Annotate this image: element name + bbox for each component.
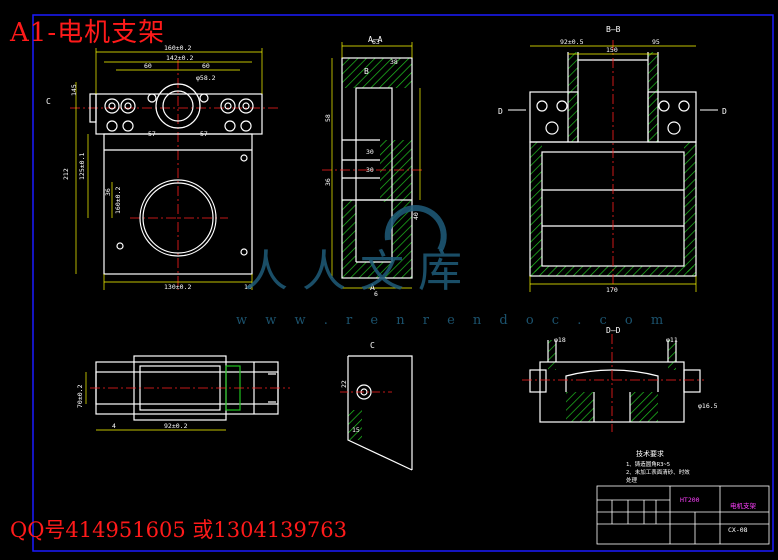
notes-line-1: 1、铸造圆角R3~5: [626, 460, 670, 468]
dim-bb-2: 95: [652, 38, 660, 46]
dim-aa-7: 40: [412, 212, 420, 220]
dim-top-3: 70±0.2: [76, 384, 84, 408]
dim-c-2: 15: [352, 426, 360, 434]
dim-front-3: 60: [144, 62, 152, 70]
dim-front-11: 160±0.2: [114, 187, 122, 214]
dim-aa-3: 58: [324, 114, 332, 122]
dim-front-2: 142±0.2: [166, 54, 193, 62]
label-view-c-arrow: C: [46, 97, 51, 106]
dim-bb-3: 150: [606, 46, 618, 54]
dim-aa-5: 30: [366, 166, 374, 174]
dim-dd-2: φ11: [666, 336, 678, 344]
dim-front-12: 130±0.2: [164, 283, 191, 291]
dim-aa-4: 30: [366, 148, 374, 156]
dim-aa-1: 63: [372, 38, 380, 46]
label-view-c: C: [370, 341, 375, 350]
overlay-title: A1-电机支架: [10, 18, 166, 48]
notes-line-3: 处理: [626, 476, 638, 484]
dim-front-6: 57: [200, 130, 208, 138]
dim-aa-6: 36: [324, 178, 332, 186]
dim-front-9: 145: [70, 84, 78, 96]
dim-aa-8: 6: [374, 290, 378, 298]
dim-bb-1: 92±0.5: [560, 38, 584, 46]
watermark-glyphs: 人人文库: [244, 246, 476, 297]
dim-dd-1: φ18: [554, 336, 566, 344]
notes-heading: 技术要求: [636, 449, 664, 458]
dim-top-1: 92±0.2: [164, 422, 188, 430]
top-view-dimensions: [85, 372, 226, 431]
label-section-aa: A—A: [368, 35, 383, 44]
dim-front-10: 36: [104, 188, 112, 196]
dim-front-13: 10: [244, 283, 252, 291]
top-view: [90, 355, 290, 421]
watermark-url: w w w . r e n r e n d o c . c o m: [236, 313, 671, 328]
section-aa: [322, 42, 422, 289]
title-block-part-name: 电机支架: [730, 501, 757, 510]
dim-front-4: 60: [202, 62, 210, 70]
drawing-border: [32, 14, 774, 552]
view-c: [340, 355, 413, 471]
title-block: [596, 485, 770, 545]
dim-aa-2: 38: [390, 58, 398, 66]
dim-top-2: 4: [112, 422, 116, 430]
label-section-dd: D—D: [606, 326, 621, 335]
front-view: [70, 60, 280, 290]
dim-front-8: 125±0.1: [78, 153, 86, 180]
section-dd: [522, 334, 704, 432]
dim-front-5: 57: [148, 130, 156, 138]
front-view-dimensions: [75, 48, 263, 290]
label-section-bb: B—B: [606, 25, 621, 34]
label-b-mark: B: [364, 67, 369, 76]
dim-front-7: 212: [62, 168, 70, 180]
dim-front-1: 160±0.2: [164, 44, 191, 52]
overlay-contact: QQ号414951605 或1304139763: [10, 518, 347, 542]
section-bb: [508, 40, 718, 292]
dim-c-1: 22: [340, 380, 348, 388]
title-block-material: HT200: [680, 496, 700, 504]
dim-dd-3: φ16.5: [698, 402, 718, 410]
dim-bb-4: 170: [606, 286, 618, 294]
dim-front-14: φ58.2: [196, 74, 216, 82]
label-a-mark: A: [370, 283, 375, 292]
watermark-logo: [384, 205, 447, 252]
label-d-left: D: [498, 107, 503, 116]
notes-line-2: 2、未加工表面清砂、时效: [626, 468, 690, 476]
title-block-drawing-no: CX-08: [728, 526, 748, 534]
label-d-right: D: [722, 107, 727, 116]
